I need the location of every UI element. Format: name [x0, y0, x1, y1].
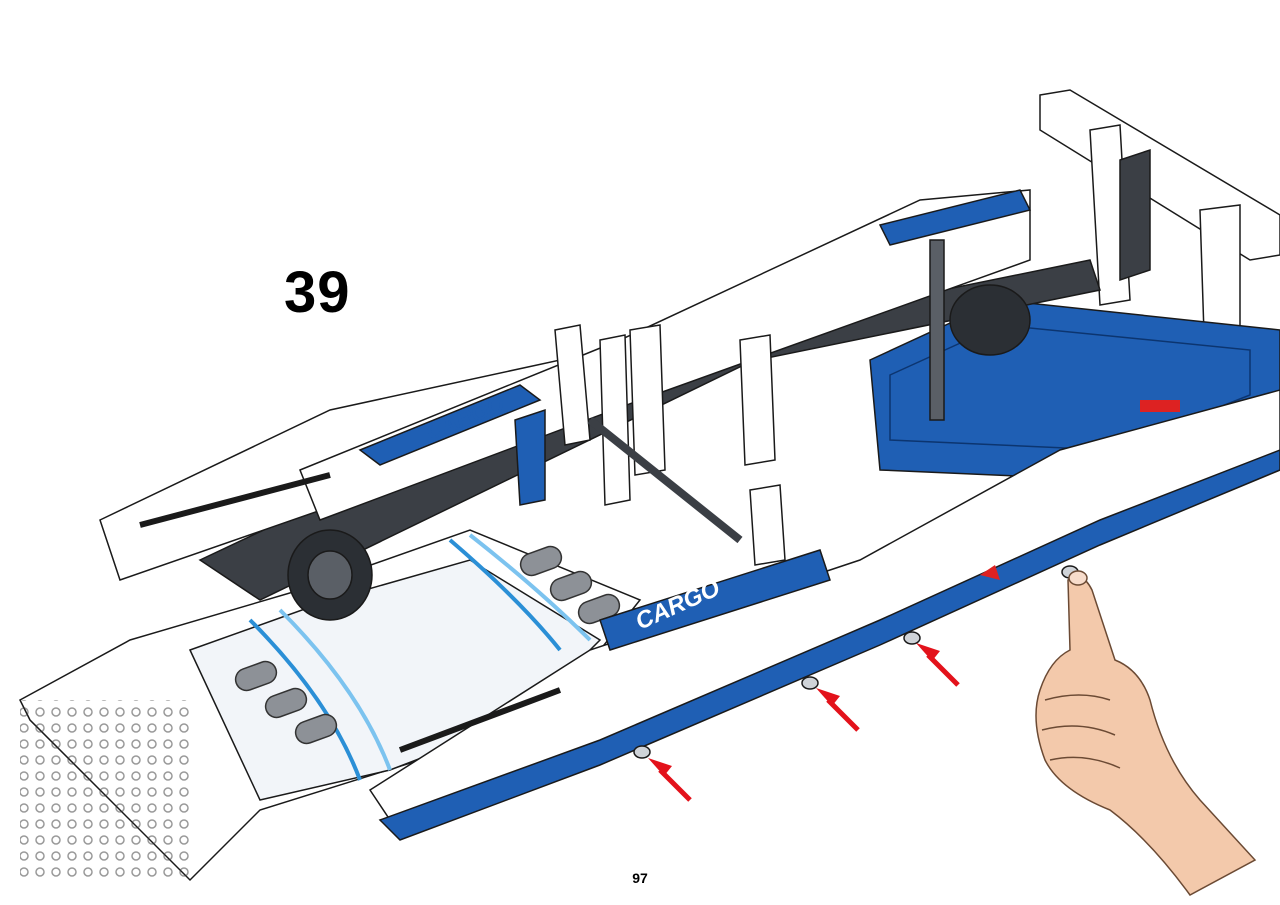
step-number: 39 [284, 260, 351, 325]
middle-uprights [514, 324, 786, 566]
red-arrow-icon [816, 688, 860, 732]
left-side-panels: CARGO [99, 189, 1032, 581]
page-number: 97 [632, 870, 648, 886]
pointing-hand-icon [1035, 570, 1257, 896]
front-body-beam: CARGO [368, 389, 1280, 841]
red-arrow-icon [916, 643, 960, 687]
red-arrows [648, 643, 960, 802]
pins [633, 565, 1079, 759]
red-arrow-icon [648, 758, 692, 802]
gears [139, 239, 1031, 753]
